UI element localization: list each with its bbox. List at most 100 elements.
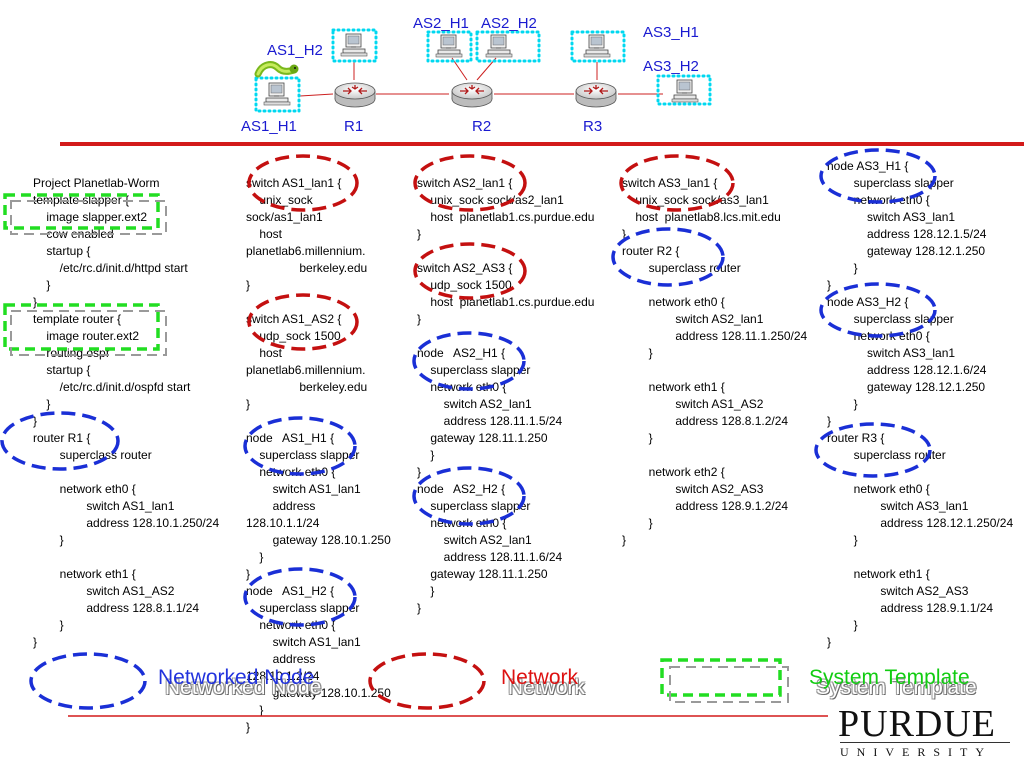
- logo-subtitle: UNIVERSITY: [840, 745, 992, 759]
- label-as1-h1: AS1_H1: [241, 118, 297, 135]
- config-line: switch AS1_AS2: [622, 397, 764, 411]
- config-line: }: [33, 397, 51, 411]
- config-line: }: [417, 601, 422, 615]
- config-column-5: node AS3_H1 { superclass slapper network…: [827, 158, 1013, 651]
- config-line: switch AS1_AS2 {: [246, 312, 342, 326]
- legend-node-marker: [29, 652, 147, 710]
- node-marker-as2-h1: [412, 331, 526, 391]
- config-line: node AS3_H1 {: [827, 159, 909, 173]
- config-line: }: [827, 261, 858, 275]
- config-line: }: [827, 635, 832, 649]
- config-line: }: [246, 397, 251, 411]
- config-line: sock/as1_lan1: [246, 210, 323, 224]
- config-line: address: [246, 499, 316, 513]
- config-line: network eth1 {: [827, 567, 930, 581]
- config-line: /etc/rc.d/init.d/httpd start: [33, 261, 188, 275]
- config-line: }: [622, 516, 653, 530]
- network-marker-as2-as3: [413, 242, 527, 300]
- node-marker-r1: [0, 411, 120, 471]
- config-line: }: [417, 465, 422, 479]
- host-as3-h2-icon: [656, 74, 712, 106]
- config-line: network eth0 {: [827, 482, 930, 496]
- config-line: address 128.11.1.6/24: [417, 550, 563, 564]
- config-line: /etc/rc.d/init.d/ospfd start: [33, 380, 191, 394]
- host-as2-h2-icon: [475, 30, 541, 63]
- config-line: }: [827, 278, 832, 292]
- config-line: node AS3_H2 {: [827, 295, 909, 309]
- config-line: host: [246, 227, 283, 241]
- config-line: address 128.12.1.6/24: [827, 363, 987, 377]
- config-line: node AS2_H1 {: [417, 346, 506, 360]
- node-marker-as3-h1: [819, 148, 937, 204]
- config-line: }: [246, 550, 264, 564]
- config-line: }: [622, 533, 627, 547]
- config-line: switch AS2_lan1: [622, 312, 764, 326]
- config-line: address: [246, 652, 316, 666]
- config-line: address 128.11.1.250/24: [622, 329, 808, 343]
- label-as3-h1: AS3_H1: [643, 24, 699, 41]
- config-line: switch AS2_AS3 {: [417, 261, 513, 275]
- config-line: image slapper.ext2: [33, 210, 148, 224]
- config-line: gateway 128.10.1.250: [246, 533, 391, 547]
- config-line: berkeley.edu: [246, 380, 368, 394]
- config-line: address 128.10.1.250/24: [33, 516, 220, 530]
- config-line: }: [622, 431, 653, 445]
- config-line: }: [246, 703, 264, 717]
- config-line: }: [417, 448, 435, 462]
- legend-network-marker: [368, 652, 486, 710]
- config-line: }: [246, 278, 251, 292]
- config-line: }: [33, 278, 51, 292]
- network-marker-as1-lan1: [247, 154, 359, 212]
- label-as2-h2: AS2_H2: [481, 15, 537, 32]
- purdue-university-logo: PURDUE UNIVERSITY: [832, 702, 1018, 764]
- network-markers: [247, 154, 735, 351]
- config-line: berkeley.edu: [246, 261, 368, 275]
- config-line: address 128.8.1.1/24: [33, 601, 200, 615]
- node-marker-as3-h2: [819, 282, 937, 338]
- legend-network-shadow: Network: [508, 676, 586, 699]
- config-line: image router.ext2: [33, 329, 140, 343]
- config-line: node AS1_H1 {: [246, 431, 335, 445]
- config-line: }: [827, 414, 832, 428]
- config-line: startup {: [33, 363, 91, 377]
- host-as3-h1-icon: [570, 30, 626, 63]
- config-line: network eth1 {: [622, 380, 725, 394]
- label-as2-h1: AS2_H1: [413, 15, 469, 32]
- config-line: switch AS1_lan1 {: [246, 176, 342, 190]
- config-line: host planetlab8.lcs.mit.edu: [622, 210, 781, 224]
- config-line: gateway 128.11.1.250: [417, 431, 548, 445]
- config-line: }: [622, 346, 653, 360]
- logo-rule: [840, 742, 1010, 743]
- config-line: }: [827, 397, 858, 411]
- label-as1-h2: AS1_H2: [267, 42, 323, 59]
- config-line: gateway 128.12.1.250: [827, 244, 986, 258]
- config-line: }: [246, 567, 251, 581]
- worm-icon: [254, 61, 299, 78]
- config-line: }: [246, 720, 251, 734]
- config-line: }: [33, 414, 38, 428]
- config-line: }: [827, 533, 858, 547]
- host-as2-h1-icon: [426, 30, 473, 63]
- config-column-4: switch AS3_lan1 { unix_sock sock/as3_lan…: [622, 175, 807, 549]
- label-r3: R3: [583, 118, 603, 135]
- node-markers: [0, 148, 937, 627]
- legend-template-marker: [660, 658, 782, 697]
- node-marker-as1-h1: [243, 416, 357, 476]
- config-line: Project Planetlab-Worm: [33, 176, 160, 190]
- legend-template-label: System Template: [809, 666, 970, 689]
- network-marker-as3-lan1: [619, 154, 735, 212]
- legend-network-label: Network: [501, 666, 579, 689]
- config-line: network eth1 {: [33, 567, 136, 581]
- config-line: address 128.8.1.2/24: [622, 414, 789, 428]
- config-line: address 128.12.1.5/24: [827, 227, 987, 241]
- config-line: switch AS1_lan1: [246, 635, 361, 649]
- config-line: }: [417, 312, 422, 326]
- config-line: switch AS2_lan1: [417, 533, 532, 547]
- config-line: 128.10.1.2/24: [246, 669, 320, 683]
- template-marker-slapper: [3, 193, 160, 230]
- config-line: switch AS3_lan1: [827, 210, 956, 224]
- logo-wordmark: PURDUE: [838, 703, 997, 745]
- config-line: router R1 {: [33, 431, 91, 445]
- config-line: node AS2_H2 {: [417, 482, 506, 496]
